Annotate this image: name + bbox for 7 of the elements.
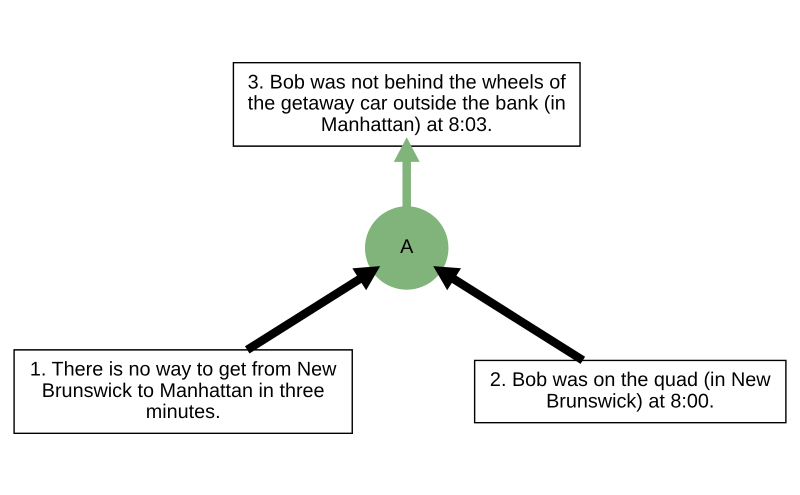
arrow <box>394 136 420 206</box>
node-box: 2. Bob was on the quad (in New Brunswick) at 8:00. <box>474 359 787 423</box>
arrow <box>433 266 586 364</box>
node-box: 1. There is no way to get from New Brunswick to Manhattan in three minutes. <box>13 348 353 434</box>
node-circle: A <box>364 206 448 290</box>
arrow <box>244 266 380 353</box>
node-box: 3. Bob was not behind the wheels of the getaway car outside the bank (in Manhattan) at 8:03. <box>232 61 581 146</box>
